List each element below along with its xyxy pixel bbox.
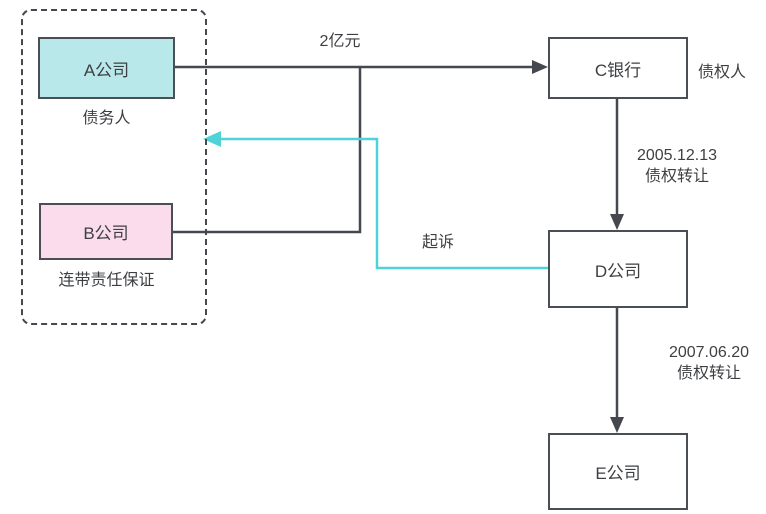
caption-joint-liability-guarantee: 连带责任保证 [58,272,155,289]
node-company-b-label: B公司 [83,224,129,243]
node-company-a-label: A公司 [83,60,130,80]
edge-label-transfer1: 2005.12.13 债权转让 [627,145,727,187]
edge-label-transfer2: 2007.06.20 债权转让 [659,342,759,384]
node-bank-c: C银行 [548,37,688,99]
transfer2-arrowhead [610,417,624,433]
node-company-e-label: E公司 [595,464,641,483]
edge-label-transfer2-text: 债权转让 [676,365,741,382]
node-company-a: A公司 [38,37,175,99]
edge-label-loan-amount: 2亿元 [319,33,361,50]
edge-label-transfer2-date: 2007.06.20 [668,344,750,361]
edge-label-lawsuit: 起诉 [421,234,454,251]
lawsuit-line [221,137,548,270]
node-company-d-label: D公司 [594,261,642,281]
debtor-guarantor-group-frame [21,9,207,325]
edge-label-transfer1-text: 债权转让 [644,168,709,185]
edge-label-transfer1-date: 2005.12.13 [636,147,718,164]
node-company-d: D公司 [548,230,688,308]
transfer1-arrowhead [610,214,624,230]
caption-creditor: 债权人 [698,64,747,81]
caption-debtor: 债务人 [82,110,131,127]
node-bank-c-label: C银行 [594,60,642,80]
loan-arrowhead [532,60,548,74]
node-company-b: B公司 [39,203,173,260]
node-company-e: E公司 [548,433,688,510]
